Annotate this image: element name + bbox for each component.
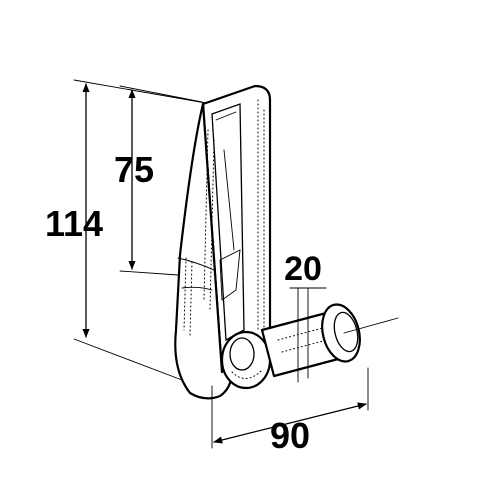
shading-4 [189, 261, 193, 337]
shading-3 [183, 257, 187, 331]
centerline-pin [343, 317, 399, 334]
clevis-pin [260, 303, 361, 378]
extension-line-top [73, 79, 207, 104]
shading-1 [203, 129, 209, 301]
extension-line-bottom [73, 338, 183, 381]
dimension-label-20: 20 [284, 250, 322, 288]
eye-shading [231, 369, 263, 379]
dimension-label-90: 90 [270, 415, 310, 456]
clevis-bracket [174, 84, 272, 400]
bracket-slot [211, 103, 245, 342]
bend-line [177, 257, 215, 271]
dimension-pin-diameter: 20 [284, 250, 327, 383]
bracket-front-plate [174, 102, 234, 400]
bend-line-2 [181, 286, 213, 291]
dimension-overall-height: 114 [45, 79, 207, 381]
dimension-line-90 [213, 402, 367, 444]
dimension-upper-height: 75 [114, 85, 203, 276]
slot-edge-inner [223, 149, 235, 251]
dimension-label-114: 114 [45, 203, 103, 244]
bracket-eye [220, 330, 272, 390]
extension-line-75-bottom [119, 270, 179, 276]
extension-line-75-top [119, 85, 203, 103]
slot-rib [219, 249, 241, 301]
shading-2 [209, 139, 215, 311]
dimension-pin-length: 90 [211, 317, 399, 456]
bracket-eye-hole [229, 337, 255, 371]
slot-edge-top [215, 111, 237, 121]
dimension-label-75: 75 [114, 149, 154, 190]
